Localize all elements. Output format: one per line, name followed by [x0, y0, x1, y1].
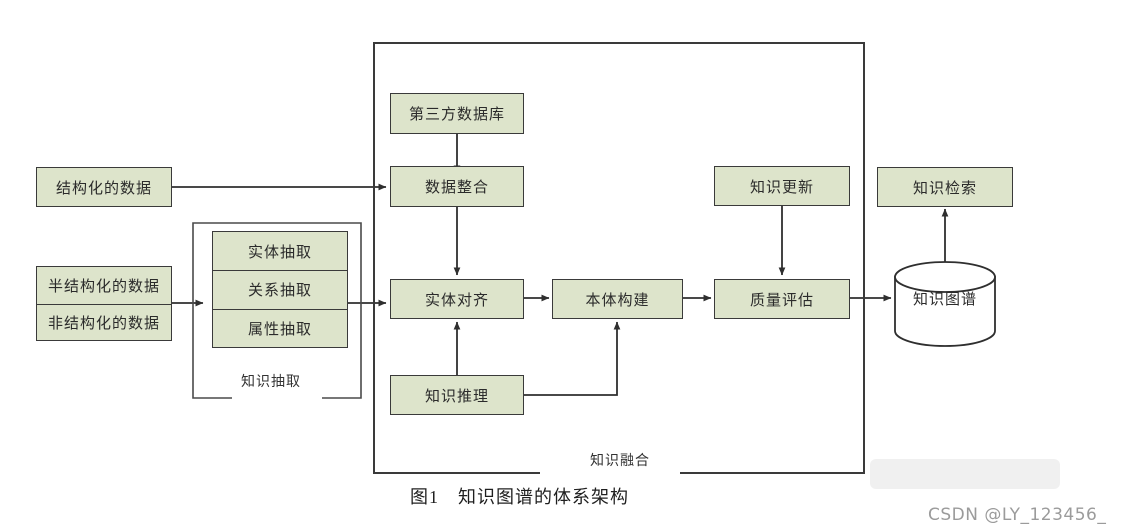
node-label: 实体对齐 [424, 292, 489, 309]
node-label: 知识检索 [912, 180, 977, 197]
node-third-party-database[interactable]: 第三方数据库 [390, 93, 524, 134]
node-structured-data[interactable]: 结构化的数据 [36, 167, 172, 207]
node-knowledge-update[interactable]: 知识更新 [714, 166, 850, 206]
node-entity-alignment[interactable]: 实体对齐 [390, 279, 524, 319]
node-label: 质量评估 [749, 292, 814, 309]
node-label: 第三方数据库 [408, 107, 505, 123]
figure-caption: 图1 知识图谱的体系架构 [410, 487, 629, 507]
node-label: 关系抽取 [247, 283, 312, 300]
knowledge-graph-label: 知识图谱 [912, 292, 977, 308]
node-label: 非结构化的数据 [47, 315, 160, 332]
fusion-group-label: 知识融合 [585, 450, 655, 470]
node-ontology-construction[interactable]: 本体构建 [552, 279, 683, 319]
node-quality-assessment[interactable]: 质量评估 [714, 279, 850, 319]
node-data-integration[interactable]: 数据整合 [390, 166, 524, 207]
node-label: 半结构化的数据 [47, 278, 160, 295]
csdn-watermark: CSDN @LY_123456_ [928, 505, 1107, 525]
node-unstructured-data-stack[interactable]: 半结构化的数据 非结构化的数据 [36, 266, 172, 341]
node-label: 数据整合 [424, 180, 489, 196]
node-label: 本体构建 [585, 292, 650, 309]
node-unstructured-data[interactable]: 非结构化的数据 [37, 303, 171, 341]
node-relation-extraction[interactable]: 关系抽取 [213, 270, 347, 308]
node-attribute-extraction[interactable]: 属性抽取 [213, 308, 347, 347]
node-extraction-stack[interactable]: 实体抽取 关系抽取 属性抽取 [212, 231, 348, 348]
node-semi-structured-data[interactable]: 半结构化的数据 [37, 267, 171, 304]
node-label: 属性抽取 [247, 321, 312, 338]
node-entity-extraction[interactable]: 实体抽取 [213, 232, 347, 270]
extraction-group-label: 知识抽取 [236, 371, 306, 391]
node-label: 知识推理 [424, 388, 489, 405]
redaction-smudge [870, 459, 1060, 489]
node-label: 知识更新 [749, 179, 814, 196]
node-knowledge-reasoning[interactable]: 知识推理 [390, 375, 524, 415]
node-label: 实体抽取 [247, 244, 312, 261]
node-label: 结构化的数据 [55, 180, 152, 197]
node-knowledge-retrieval[interactable]: 知识检索 [877, 167, 1013, 207]
wire-reasoning-to-ontology [524, 321, 621, 396]
